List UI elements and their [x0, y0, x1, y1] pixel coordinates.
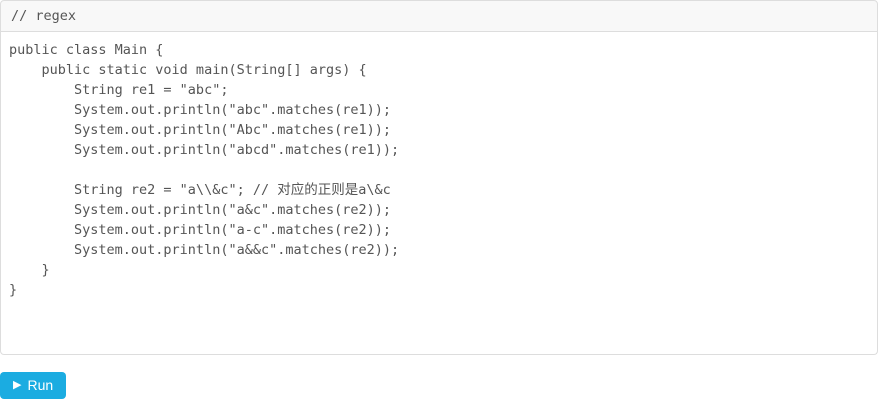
play-icon: ▶ — [13, 379, 22, 391]
run-button-label: Run — [27, 377, 54, 393]
run-button[interactable]: ▶ Run — [0, 372, 67, 399]
code-widget: // regex public class Main { public stat… — [0, 0, 878, 355]
code-editor[interactable]: public class Main { public static void m… — [0, 32, 878, 355]
code-header-comment: // regex — [0, 0, 878, 32]
